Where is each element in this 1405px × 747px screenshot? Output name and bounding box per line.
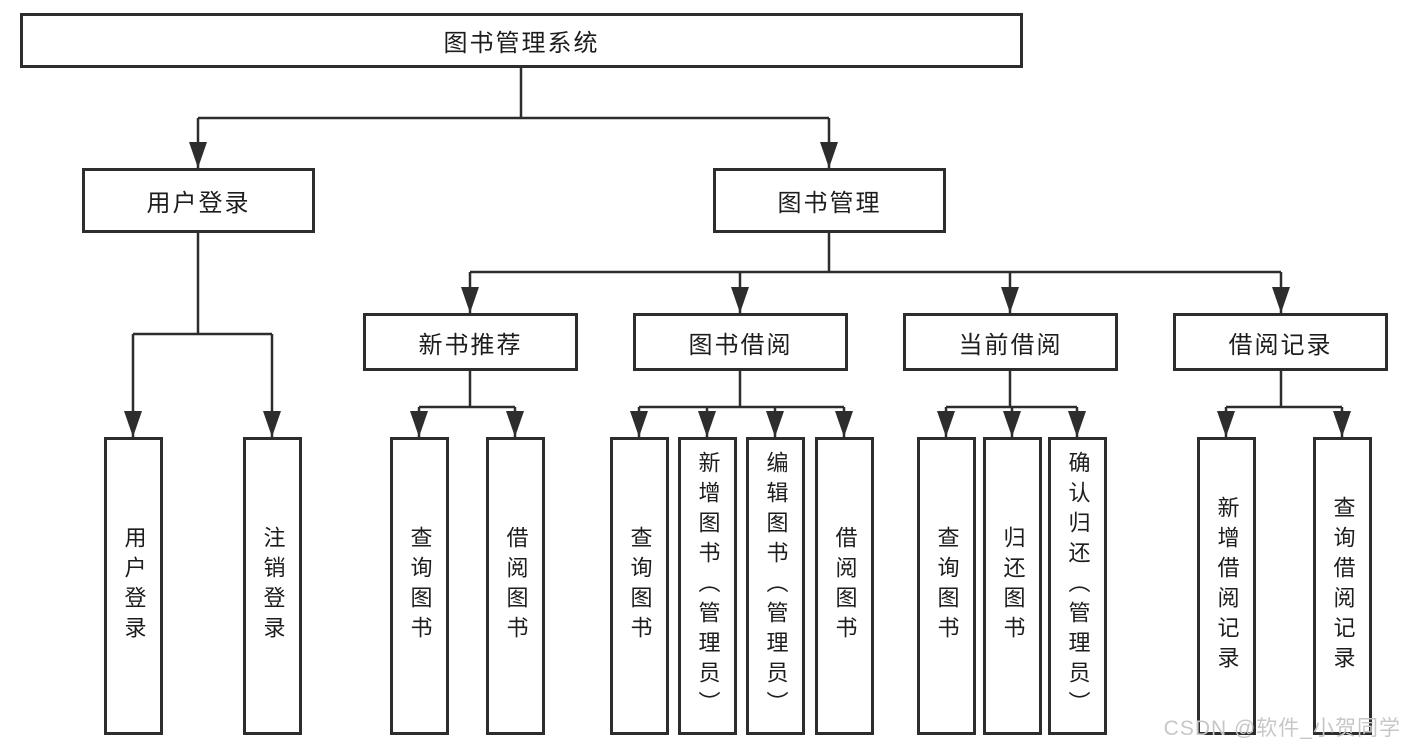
leaf-records-query-record: 查询借阅记录 [1313, 437, 1372, 735]
csdn-watermark: CSDN @软件_小贺同学 [1163, 717, 1401, 740]
leaf-current-return-books: 归还图书 [983, 437, 1042, 735]
node-user-login: 用户登录 [82, 168, 315, 233]
leaf-logout: 注销登录 [243, 437, 302, 735]
leaf-borrowing-add-books-admin: 新增图书（管理员） [678, 437, 737, 735]
leaf-borrowing-query-books: 查询图书 [610, 437, 669, 735]
node-current-borrowing: 当前借阅 [903, 313, 1118, 371]
leaf-recommend-borrow-books: 借阅图书 [486, 437, 545, 735]
node-library-system: 图书管理系统 [20, 13, 1023, 68]
leaf-user-login: 用户登录 [104, 437, 163, 735]
leaf-borrowing-borrow-books: 借阅图书 [815, 437, 874, 735]
leaf-current-query-books: 查询图书 [917, 437, 976, 735]
leaf-borrowing-edit-books-admin: 编辑图书（管理员） [746, 437, 805, 735]
node-book-borrowing: 图书借阅 [633, 313, 848, 371]
leaf-current-confirm-return-admin: 确认归还（管理员） [1048, 437, 1107, 735]
node-borrowing-records: 借阅记录 [1173, 313, 1388, 371]
leaf-records-add-record: 新增借阅记录 [1197, 437, 1256, 735]
leaf-recommend-query-books: 查询图书 [390, 437, 449, 735]
node-new-book-recommend: 新书推荐 [363, 313, 578, 371]
node-book-management: 图书管理 [713, 168, 946, 233]
